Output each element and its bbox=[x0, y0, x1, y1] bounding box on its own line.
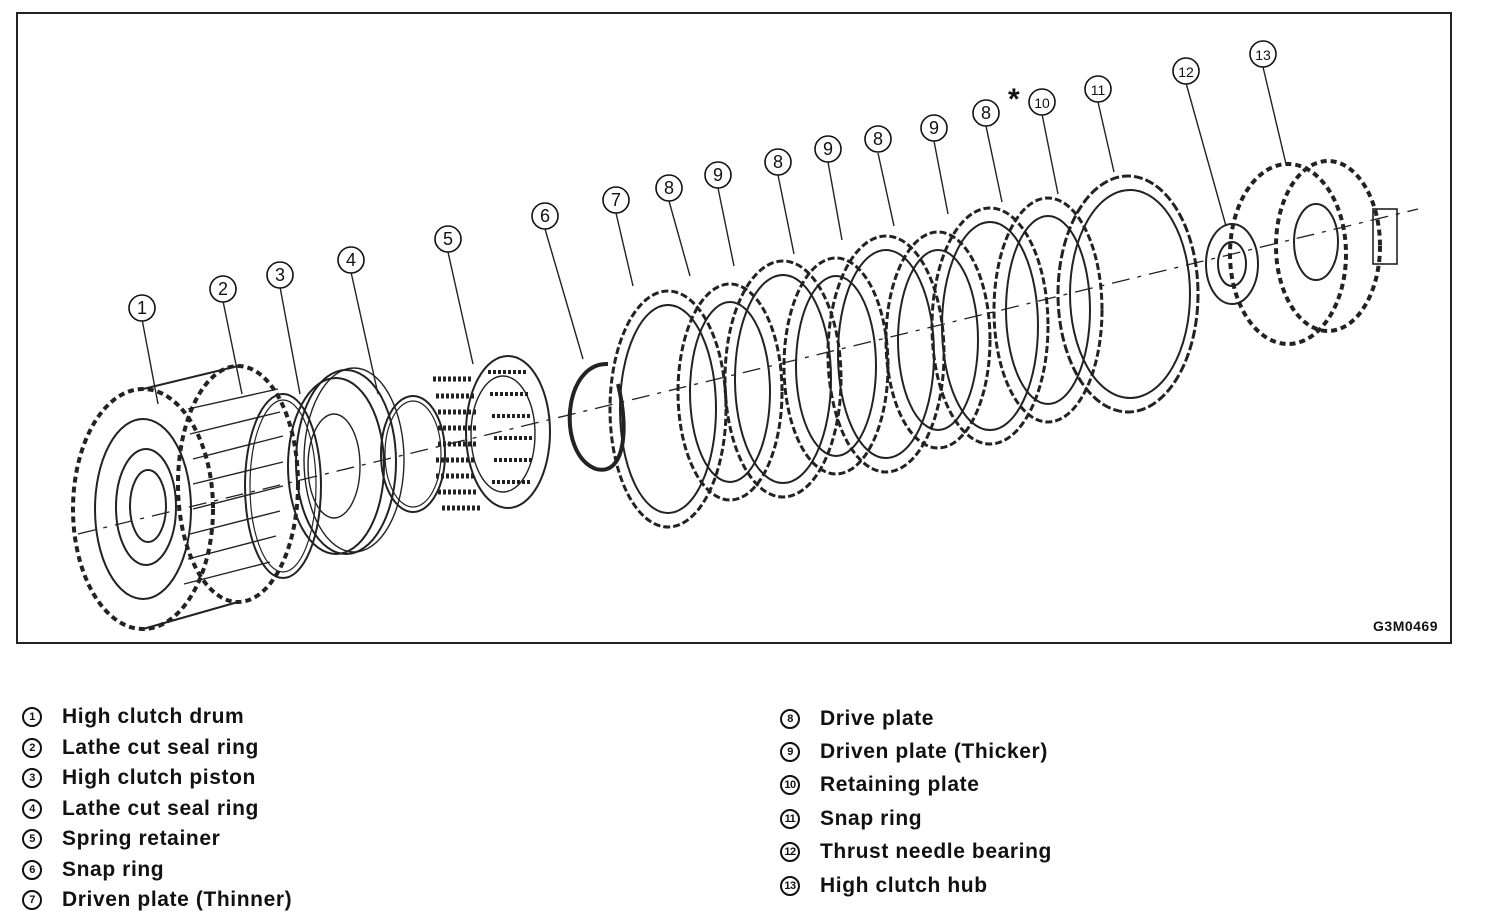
legend-label: Driven plate (Thicker) bbox=[820, 740, 1048, 764]
callout-number: 13 bbox=[1255, 47, 1271, 63]
legend-label: Snap ring bbox=[820, 806, 923, 830]
note-asterisk: * bbox=[1008, 83, 1020, 116]
callout-4: 4 bbox=[337, 246, 365, 274]
legend-label: Retaining plate bbox=[820, 773, 980, 797]
legend-item: 5 Spring retainer bbox=[22, 824, 292, 855]
callout-number: 9 bbox=[929, 118, 939, 138]
legend-item: 10 Retaining plate bbox=[780, 769, 1052, 802]
legend-number: 5 bbox=[22, 829, 42, 850]
callout-number: 6 bbox=[540, 206, 550, 226]
callout-number: 7 bbox=[611, 190, 621, 210]
callout-number: 3 bbox=[275, 265, 285, 285]
callout-number: 5 bbox=[443, 229, 453, 249]
callout-5: 5 bbox=[434, 225, 462, 253]
legend-number: 13 bbox=[780, 875, 800, 896]
legend-item: 13 High clutch hub bbox=[780, 869, 1052, 902]
part-snap-ring-6 bbox=[567, 361, 626, 472]
clutch-plate-stack bbox=[608, 196, 1104, 529]
legend-number: 6 bbox=[22, 859, 42, 880]
callout-13: 13 bbox=[1249, 40, 1277, 68]
legend-item: 1 High clutch drum bbox=[22, 702, 292, 733]
callout-9: 9 bbox=[704, 161, 732, 189]
callout-8: 8 bbox=[655, 174, 683, 202]
callout-6: 6 bbox=[531, 202, 559, 230]
part-seal-ring-inner bbox=[380, 395, 446, 513]
legend-label: Snap ring bbox=[62, 857, 165, 881]
callout-10: 10 bbox=[1028, 88, 1056, 116]
part-high-clutch-drum bbox=[71, 364, 300, 631]
leader-lines bbox=[141, 66, 1287, 405]
legend-item: 3 High clutch piston bbox=[22, 763, 292, 794]
callout-9: 9 bbox=[920, 114, 948, 142]
callout-number: 1 bbox=[137, 298, 147, 318]
part-seal-ring-outer bbox=[244, 393, 322, 579]
callout-number: 12 bbox=[1178, 64, 1194, 80]
legend-label: High clutch drum bbox=[62, 705, 245, 729]
callout-2: 2 bbox=[209, 275, 237, 303]
callout-number: 8 bbox=[873, 129, 883, 149]
legend-item: 7 Driven plate (Thinner) bbox=[22, 885, 292, 916]
part-spring-retainer bbox=[433, 355, 551, 511]
callout-number: 8 bbox=[981, 103, 991, 123]
legend-label: Spring retainer bbox=[62, 827, 221, 851]
center-axis-line bbox=[77, 208, 1419, 535]
legend-label: Driven plate (Thinner) bbox=[62, 888, 293, 912]
legend-item: 12 Thrust needle bearing bbox=[780, 836, 1052, 869]
legend-number: 8 bbox=[780, 708, 800, 729]
part-snap-ring-11 bbox=[1056, 174, 1200, 414]
legend-number: 12 bbox=[780, 842, 800, 863]
callout-number: 2 bbox=[218, 279, 228, 299]
legend-item: 9 Driven plate (Thicker) bbox=[780, 735, 1052, 768]
legend-number: 3 bbox=[22, 768, 42, 789]
callout-11: 11 bbox=[1084, 75, 1112, 103]
legend-label: Lathe cut seal ring bbox=[62, 796, 259, 820]
callout-number: 11 bbox=[1091, 82, 1106, 98]
legend-item: 8 Drive plate bbox=[780, 702, 1052, 735]
legend-number: 4 bbox=[22, 798, 42, 819]
figure-code: G3M0469 bbox=[1373, 618, 1438, 634]
callout-8: 8 bbox=[764, 148, 792, 176]
legend-label: Lathe cut seal ring bbox=[62, 735, 259, 759]
part-high-clutch-piston bbox=[287, 367, 405, 555]
callout-8: 8 bbox=[864, 125, 892, 153]
legend-number: 2 bbox=[22, 737, 42, 758]
callout-number: 8 bbox=[664, 178, 674, 198]
legend-label: Drive plate bbox=[820, 706, 934, 730]
legend-item: 4 Lathe cut seal ring bbox=[22, 794, 292, 825]
callout-number: 9 bbox=[713, 165, 723, 185]
callout-number: 10 bbox=[1034, 95, 1050, 111]
legend-right: 8 Drive plate 9 Driven plate (Thicker) 10 R… bbox=[780, 702, 1052, 902]
part-high-clutch-hub bbox=[1228, 159, 1398, 346]
callout-3: 3 bbox=[266, 261, 294, 289]
legend-number: 1 bbox=[22, 707, 42, 728]
legend-label: High clutch hub bbox=[820, 873, 988, 897]
callout-12: 12 bbox=[1172, 57, 1200, 85]
callout-number: 8 bbox=[773, 152, 783, 172]
legend-label: Thrust needle bearing bbox=[820, 840, 1052, 864]
callout-8: 8 bbox=[972, 99, 1000, 127]
legend-number: 10 bbox=[780, 775, 800, 796]
legend-item: 11 Snap ring bbox=[780, 802, 1052, 835]
callout-number: 9 bbox=[823, 139, 833, 159]
callout-1: 1 bbox=[128, 294, 156, 322]
legend-number: 11 bbox=[780, 808, 800, 829]
callout-7: 7 bbox=[602, 186, 630, 214]
legend-item: 2 Lathe cut seal ring bbox=[22, 733, 292, 764]
legend-label: High clutch piston bbox=[62, 766, 256, 790]
callout-number: 4 bbox=[346, 250, 356, 270]
legend-number: 9 bbox=[780, 742, 800, 763]
callout-9: 9 bbox=[814, 135, 842, 163]
legend-number: 7 bbox=[22, 890, 42, 911]
legend-item: 6 Snap ring bbox=[22, 855, 292, 886]
